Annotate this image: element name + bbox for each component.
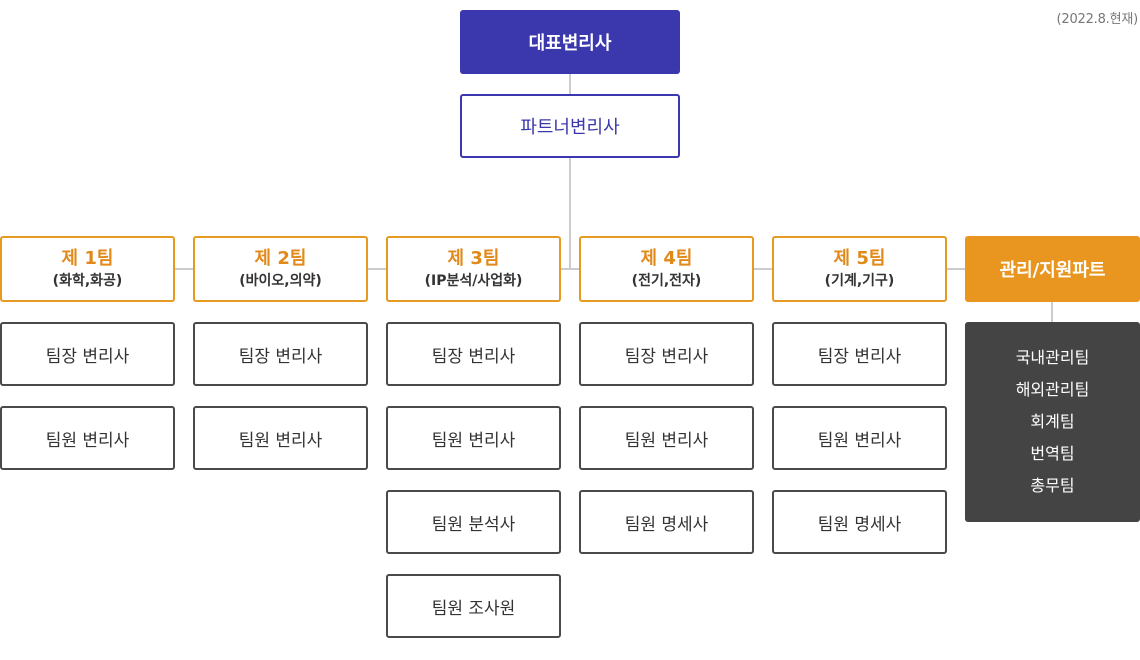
team-4-box: 제 4팀 (전기,전자) bbox=[579, 236, 754, 302]
team-3-member-4-label: 팀원 조사원 bbox=[431, 598, 516, 619]
team-3-box: 제 3팀 (IP분석/사업화) bbox=[386, 236, 561, 302]
support-item-domestic: 국내관리팀 bbox=[1015, 348, 1090, 367]
team-2-name: 제 2팀 bbox=[254, 247, 307, 269]
team-3-member-4: 팀원 조사원 bbox=[386, 574, 561, 638]
partner-label: 파트너변리사 bbox=[520, 117, 620, 138]
team-5-member-3-label: 팀원 명세사 bbox=[817, 514, 902, 535]
team-5-specialty: (기계,기구) bbox=[824, 272, 895, 289]
team-1-name: 제 1팀 bbox=[61, 247, 114, 269]
team-1-specialty: (화학,화공) bbox=[52, 272, 123, 289]
team-4-member-2: 팀원 변리사 bbox=[579, 406, 754, 470]
connector-ceo-partner bbox=[569, 74, 571, 94]
team-1-member-1-label: 팀장 변리사 bbox=[45, 346, 130, 367]
team-1-member-2-label: 팀원 변리사 bbox=[45, 430, 130, 451]
team-5-member-2: 팀원 변리사 bbox=[772, 406, 947, 470]
ceo-box: 대표변리사 bbox=[460, 10, 680, 74]
team-5-name: 제 5팀 bbox=[833, 247, 886, 269]
ceo-label: 대표변리사 bbox=[528, 33, 612, 54]
team-3-member-2: 팀원 변리사 bbox=[386, 406, 561, 470]
team-3-member-3-label: 팀원 분석사 bbox=[431, 514, 516, 535]
team-2-member-2-label: 팀원 변리사 bbox=[238, 430, 323, 451]
team-4-member-1: 팀장 변리사 bbox=[579, 322, 754, 386]
team-5-member-1-label: 팀장 변리사 bbox=[817, 346, 902, 367]
management-title: 관리/지원파트 bbox=[999, 260, 1106, 281]
support-item-overseas: 해외관리팀 bbox=[1015, 380, 1090, 399]
team-3-name: 제 3팀 bbox=[447, 247, 500, 269]
team-2-member-1: 팀장 변리사 bbox=[193, 322, 368, 386]
support-team-list: 국내관리팀 해외관리팀 회계팀 번역팀 총무팀 bbox=[965, 322, 1140, 522]
team-4-member-3-label: 팀원 명세사 bbox=[624, 514, 709, 535]
team-4-member-2-label: 팀원 변리사 bbox=[624, 430, 709, 451]
team-3-member-1-label: 팀장 변리사 bbox=[431, 346, 516, 367]
connector-management-support bbox=[1051, 302, 1053, 322]
team-4-specialty: (전기,전자) bbox=[631, 272, 702, 289]
date-label: (2022.8.현재) bbox=[1056, 12, 1139, 27]
team-3-member-1: 팀장 변리사 bbox=[386, 322, 561, 386]
support-item-general-affairs: 총무팀 bbox=[1030, 476, 1075, 495]
team-1-box: 제 1팀 (화학,화공) bbox=[0, 236, 175, 302]
team-4-member-1-label: 팀장 변리사 bbox=[624, 346, 709, 367]
management-box: 관리/지원파트 bbox=[965, 236, 1140, 302]
team-3-specialty: (IP분석/사업화) bbox=[424, 272, 523, 289]
partner-box: 파트너변리사 bbox=[460, 94, 680, 158]
team-2-box: 제 2팀 (바이오,의약) bbox=[193, 236, 368, 302]
team-4-name: 제 4팀 bbox=[640, 247, 693, 269]
team-2-specialty: (바이오,의약) bbox=[239, 272, 322, 289]
team-5-member-3: 팀원 명세사 bbox=[772, 490, 947, 554]
team-3-member-2-label: 팀원 변리사 bbox=[431, 430, 516, 451]
team-1-member-2: 팀원 변리사 bbox=[0, 406, 175, 470]
connector-partner-teams bbox=[569, 158, 571, 269]
support-item-translation: 번역팀 bbox=[1030, 444, 1075, 463]
connector-team-row bbox=[175, 268, 965, 270]
team-1-member-1: 팀장 변리사 bbox=[0, 322, 175, 386]
support-item-accounting: 회계팀 bbox=[1030, 412, 1075, 431]
team-4-member-3: 팀원 명세사 bbox=[579, 490, 754, 554]
team-2-member-1-label: 팀장 변리사 bbox=[238, 346, 323, 367]
team-2-member-2: 팀원 변리사 bbox=[193, 406, 368, 470]
team-5-member-2-label: 팀원 변리사 bbox=[817, 430, 902, 451]
team-3-member-3: 팀원 분석사 bbox=[386, 490, 561, 554]
team-5-box: 제 5팀 (기계,기구) bbox=[772, 236, 947, 302]
team-5-member-1: 팀장 변리사 bbox=[772, 322, 947, 386]
